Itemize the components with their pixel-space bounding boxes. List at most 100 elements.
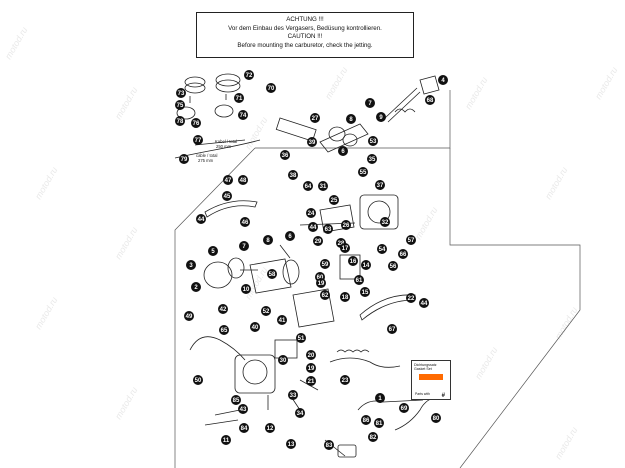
svg-text:44: 44 bbox=[198, 217, 205, 223]
svg-text:24: 24 bbox=[308, 211, 315, 217]
callout-49: 49 bbox=[184, 311, 194, 321]
svg-text:3: 3 bbox=[189, 263, 193, 269]
callout-10: 10 bbox=[241, 284, 251, 294]
callout-70: 70 bbox=[266, 83, 276, 93]
svg-text:14: 14 bbox=[363, 263, 370, 269]
watermark-text: motod.ru bbox=[553, 305, 579, 341]
callout-43: 43 bbox=[238, 404, 248, 414]
svg-text:66: 66 bbox=[400, 252, 407, 258]
svg-text:8: 8 bbox=[349, 117, 353, 123]
svg-text:28: 28 bbox=[338, 241, 345, 247]
callout-58: 58 bbox=[267, 269, 277, 279]
svg-text:17: 17 bbox=[342, 246, 349, 252]
svg-text:51: 51 bbox=[298, 336, 305, 342]
gasket-title-en: Gasket Set bbox=[414, 367, 432, 372]
gasket-title-de: Dichtungssatz bbox=[414, 363, 437, 367]
gasket-set-legend: Dichtungssatz Gasket Set Parts with # bbox=[411, 360, 451, 400]
svg-text:4: 4 bbox=[441, 78, 445, 84]
pound-symbol: # bbox=[441, 392, 445, 399]
svg-text:45: 45 bbox=[224, 194, 231, 200]
svg-text:80: 80 bbox=[433, 416, 440, 422]
svg-text:7: 7 bbox=[368, 101, 372, 107]
svg-text:55: 55 bbox=[360, 170, 367, 176]
svg-text:48: 48 bbox=[240, 178, 247, 184]
callout-23: 23 bbox=[340, 375, 350, 385]
callout-34: 34 bbox=[295, 408, 305, 418]
svg-text:22: 22 bbox=[408, 296, 415, 302]
svg-text:33: 33 bbox=[290, 393, 297, 399]
callout-50: 50 bbox=[193, 375, 203, 385]
svg-text:6: 6 bbox=[341, 149, 345, 155]
callout-17: 17 bbox=[340, 243, 350, 253]
callout-54: 54 bbox=[377, 244, 387, 254]
callout-77: 77 bbox=[193, 135, 203, 145]
caution-line-2: Vor dem Einbau des Vergasers, Bedüsung k… bbox=[228, 24, 382, 32]
watermark-text: motod.ru bbox=[33, 165, 59, 201]
callout-37: 37 bbox=[375, 180, 385, 190]
callout-3: 3 bbox=[186, 260, 196, 270]
callout-7: 7 bbox=[365, 98, 375, 108]
callout-82: 82 bbox=[368, 432, 378, 442]
svg-text:30: 30 bbox=[280, 358, 287, 364]
callout-group: 73 72 75 70 71 74 77 78 79 76 47 48 45 4… bbox=[175, 70, 448, 450]
callout-29: 29 bbox=[313, 236, 323, 246]
callout-39: 39 bbox=[307, 137, 317, 147]
callout-19: 19 bbox=[316, 278, 326, 288]
callout-12: 12 bbox=[265, 423, 275, 433]
callout-33: 33 bbox=[288, 390, 298, 400]
caution-notice: ACHTUNG !!! Vor dem Einbau des Vergasers… bbox=[196, 12, 414, 58]
cable-label-en: cable / total bbox=[196, 153, 217, 158]
svg-text:10: 10 bbox=[243, 287, 250, 293]
callout-22: 22 bbox=[406, 293, 416, 303]
svg-text:34: 34 bbox=[297, 411, 304, 417]
callout-68: 68 bbox=[425, 95, 435, 105]
svg-text:5: 5 bbox=[211, 249, 215, 255]
svg-text:9: 9 bbox=[379, 115, 383, 121]
callout-57: 57 bbox=[406, 235, 416, 245]
callout-67: 67 bbox=[387, 324, 397, 334]
callout-76: 76 bbox=[191, 118, 201, 128]
callout-72: 72 bbox=[244, 70, 254, 80]
svg-text:18: 18 bbox=[342, 295, 349, 301]
svg-text:72: 72 bbox=[246, 73, 253, 79]
watermark-text: motod.ru bbox=[113, 225, 139, 261]
callout-79: 79 bbox=[179, 154, 189, 164]
callout-16: 16 bbox=[348, 256, 358, 266]
svg-text:60: 60 bbox=[317, 275, 324, 281]
svg-text:15: 15 bbox=[362, 290, 369, 296]
callout-8: 8 bbox=[346, 114, 356, 124]
watermark-text: motod.ru bbox=[413, 205, 439, 241]
callout-45: 45 bbox=[222, 191, 232, 201]
watermark-text: motod.ru bbox=[243, 115, 269, 151]
svg-text:37: 37 bbox=[377, 183, 384, 189]
svg-text:8: 8 bbox=[266, 238, 270, 244]
svg-text:2: 2 bbox=[194, 285, 198, 291]
watermark-text: motod.ru bbox=[3, 25, 29, 61]
callout-27: 27 bbox=[310, 113, 320, 123]
svg-text:50: 50 bbox=[195, 378, 202, 384]
svg-text:49: 49 bbox=[186, 314, 193, 320]
callout-74: 74 bbox=[238, 110, 248, 120]
svg-text:54: 54 bbox=[379, 247, 386, 253]
callout-62: 62 bbox=[320, 290, 330, 300]
callout-15: 15 bbox=[360, 287, 370, 297]
svg-text:59: 59 bbox=[322, 262, 329, 268]
watermark-text: motod.ru bbox=[113, 385, 139, 421]
callout-32: 32 bbox=[380, 217, 390, 227]
svg-text:19: 19 bbox=[308, 366, 315, 372]
svg-text:83: 83 bbox=[326, 443, 333, 449]
callout-6: 6 bbox=[338, 146, 348, 156]
svg-text:40: 40 bbox=[252, 325, 259, 331]
parts-linework bbox=[174, 73, 441, 458]
svg-text:53: 53 bbox=[370, 139, 377, 145]
svg-text:69: 69 bbox=[401, 406, 408, 412]
caution-line-1: ACHTUNG !!! bbox=[286, 16, 324, 23]
svg-text:52: 52 bbox=[263, 309, 270, 315]
callout-35: 35 bbox=[367, 154, 377, 164]
callout-84: 84 bbox=[239, 423, 249, 433]
callout-30: 30 bbox=[278, 355, 288, 365]
svg-text:12: 12 bbox=[267, 426, 274, 432]
svg-text:44: 44 bbox=[310, 225, 317, 231]
callout-85: 85 bbox=[231, 395, 241, 405]
watermark-text: motod.ru bbox=[543, 165, 569, 201]
